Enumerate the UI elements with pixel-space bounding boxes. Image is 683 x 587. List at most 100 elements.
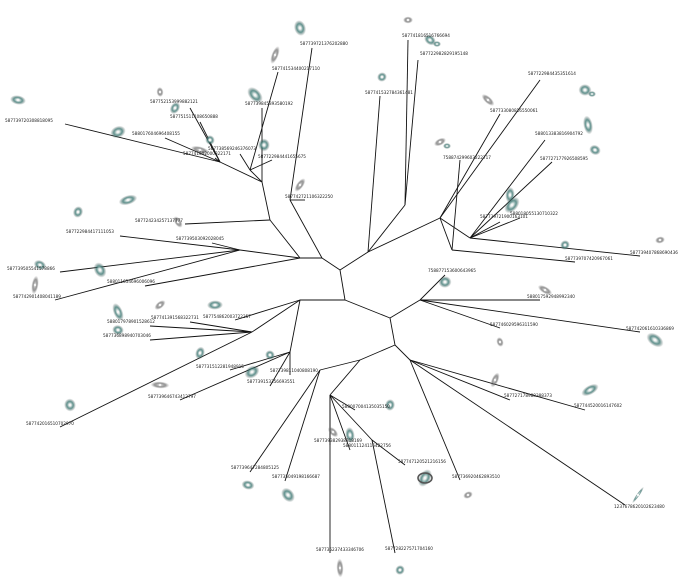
tree-edge [419, 299, 501, 329]
tree-edge [409, 359, 511, 401]
galaxy-icon [655, 236, 665, 244]
tree-edge [239, 153, 251, 171]
galaxy-icon [345, 427, 355, 443]
leaf-label: 587741602000322171 [183, 151, 231, 156]
galaxy-icon [112, 303, 124, 321]
leaf-label: 587739720308818095 [5, 118, 53, 123]
leaf-label: 587722984435351614 [528, 71, 576, 76]
tree-edge [149, 325, 253, 333]
galaxy-icon [195, 346, 205, 360]
tree-edge [289, 199, 323, 259]
leaf-label: 587722984417111053 [66, 229, 114, 234]
leaf-label: 587741532784361481 [365, 90, 413, 95]
galaxy-icon [244, 365, 260, 379]
tree-edge [214, 157, 221, 163]
galaxy-icon [247, 86, 263, 104]
tree-edge [469, 237, 641, 257]
tree-edge [469, 221, 501, 239]
galaxy-icon [481, 94, 495, 106]
galaxy-icon [150, 381, 170, 389]
tree-edge [289, 299, 301, 353]
galaxy-icon [205, 135, 215, 145]
galaxy-icon [377, 72, 387, 82]
galaxy-icon [438, 276, 452, 288]
tree-edge [289, 47, 313, 201]
leaf-label: 587738569246376073 [208, 146, 256, 151]
leaf-label: 587741534400217110 [272, 66, 320, 71]
leaf-label: 587741391568322731 [151, 315, 199, 320]
tree-edge [409, 359, 626, 506]
tree-edge [404, 39, 409, 206]
leaf-label: 587739382938318169 [314, 438, 362, 443]
galaxy-icon [384, 399, 396, 411]
tree-edge [404, 59, 419, 206]
tree-edge [339, 251, 369, 271]
leaf-label: 587731512281948915 [196, 364, 244, 369]
tree-edge [234, 299, 301, 321]
tree-edge [239, 249, 301, 259]
tree-edge [439, 113, 501, 219]
galaxy-icon [265, 350, 275, 360]
tree-edge [367, 204, 406, 253]
tree-edge [329, 394, 373, 441]
tree-edge [409, 359, 461, 481]
galaxy-icon [504, 196, 520, 214]
galaxy-icon [110, 125, 126, 139]
leaf-label: 587744520016147602 [574, 403, 622, 408]
tree-edge [451, 249, 576, 263]
galaxy-icon [646, 332, 664, 348]
tree-edge [394, 344, 411, 361]
leaf-label: 588017592948992340 [527, 294, 575, 299]
leaf-label: 587742016510702970 [26, 421, 74, 426]
galaxy-icon [294, 178, 306, 192]
tree-edge [371, 439, 396, 554]
galaxy-pair-icon [424, 34, 441, 47]
leaf-label: 587724234257137777 [135, 218, 183, 223]
tree-edge [371, 439, 406, 466]
leaf-label: 587739505541578866 [7, 266, 55, 271]
tree-edge [269, 219, 301, 259]
leaf-label: 588013383816904792 [535, 131, 583, 136]
tree-edge [439, 217, 453, 251]
tree-edge [251, 299, 301, 333]
galaxy-icon [190, 145, 210, 155]
tree-edge [451, 159, 461, 251]
leaf-label: 587747120521216156 [398, 459, 446, 464]
galaxy-icon [560, 240, 570, 250]
tree-edge [329, 394, 351, 451]
tree-edges [54, 39, 641, 554]
leaf-label: 587727177926508595 [540, 156, 588, 161]
leaf-label: 1237678620102623480 [614, 504, 665, 509]
tree-edge [284, 369, 321, 482]
galaxy-thumbnails [10, 16, 665, 578]
galaxy-icon [463, 491, 473, 499]
leaf-label: 758874299603222717 [443, 155, 491, 160]
leaf-label: 587742901408041189 [13, 294, 61, 299]
leaf-label: 587739721900163101 [480, 214, 528, 219]
galaxy-icon [118, 194, 138, 206]
galaxy-icon [93, 262, 107, 278]
tree-edge [419, 299, 641, 333]
interacting-galaxy-icon [578, 84, 596, 97]
galaxy-pair-icon [433, 137, 451, 149]
galaxy-icon [241, 480, 255, 490]
tree-edge [54, 249, 241, 301]
galaxy-icon [33, 259, 47, 271]
leaf-label: 587727178988388373 [504, 393, 552, 398]
leaf-label: 587722984441655675 [258, 154, 306, 159]
galaxy-icon [156, 87, 164, 97]
galaxy-icon [327, 426, 339, 438]
tree-edge [59, 331, 253, 428]
leaf-label: 587739707420967061 [565, 256, 613, 261]
leaf-label: 758877153600643965 [428, 268, 476, 273]
tree-edge [59, 249, 241, 273]
leaf-label: 587742721106322250 [285, 194, 333, 199]
tree-edge [389, 299, 421, 319]
leaf-label: 587739503092028045 [176, 236, 224, 241]
galaxy-icon [293, 20, 307, 36]
tree-edge [179, 351, 291, 401]
galaxy-icon [581, 383, 599, 397]
tree-edge [249, 71, 279, 171]
leaf-label: 587751511108650888 [170, 114, 218, 119]
galaxy-icon [64, 398, 76, 412]
